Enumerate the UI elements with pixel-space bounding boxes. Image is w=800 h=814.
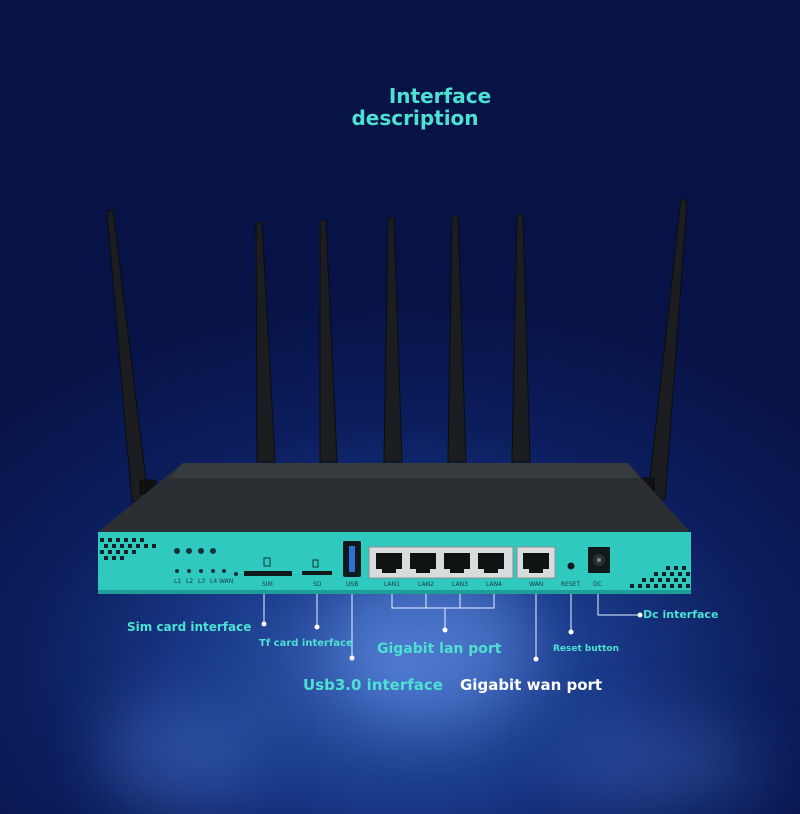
front-panel-bottom-edge [98,590,691,594]
title-line-2: description [351,106,479,130]
lan1-port[interactable] [376,553,402,573]
sim-label: SIM [262,581,273,588]
wan-label: WAN [529,581,543,588]
callout-dots [261,612,643,662]
callout-dc: Dc interface [643,608,719,621]
antennas [106,197,688,503]
router-top-shell [98,463,690,532]
lan2-port[interactable] [410,553,436,573]
callout-usb: Usb3.0 interface [303,676,443,694]
led-label-3: L3 [198,578,205,585]
panel-dot-pattern-right [630,566,690,588]
led-label-1: L1 [174,578,181,585]
usb-label: USB [346,581,358,588]
led-power-icon [174,548,180,554]
antenna-4 [383,217,403,463]
wan-port[interactable] [523,553,549,573]
sd-slot[interactable] [302,571,332,575]
callout-reset: Reset button [553,644,619,654]
sd-label: SD [313,581,322,588]
dc-label: DC [593,581,602,588]
reset-button[interactable] [567,562,575,570]
led-wifi-icon [210,548,216,554]
antenna-2 [255,221,276,463]
reset-label: RESET [561,581,581,588]
lan2-label: LAN2 [418,581,434,588]
antenna-7 [647,197,688,501]
antenna-1 [106,209,149,503]
antenna-3 [319,219,338,463]
led-label-2: L2 [186,578,193,585]
led-system-icon [186,548,192,554]
led-label-wan: WAN [219,578,233,585]
callout-sim: Sim card interface [127,620,252,634]
callout-wan: Gigabit wan port [460,676,603,694]
status-leds: L1 L2 L3 L4 WAN [174,548,238,585]
sim-slot[interactable] [244,571,292,576]
callout-tf: Tf card interface [259,638,353,649]
led-label-4: L4 [210,578,217,585]
lan4-port[interactable] [478,553,504,573]
page-title: Interface description [0,85,800,129]
lan3-label: LAN3 [452,581,468,588]
router-top-highlight [170,463,640,478]
led-signal-icon [198,548,204,554]
antenna-5 [447,215,467,463]
callout-lan: Gigabit lan port [377,641,502,657]
lan-ports [376,553,504,573]
lan3-port[interactable] [444,553,470,573]
panel-dot-pattern-left [100,538,156,560]
antenna-6 [511,214,531,463]
lan4-label: LAN4 [486,581,502,588]
lan1-label: LAN1 [384,581,400,588]
title-line-1: Interface [388,84,492,108]
callout-leaders [263,594,640,657]
